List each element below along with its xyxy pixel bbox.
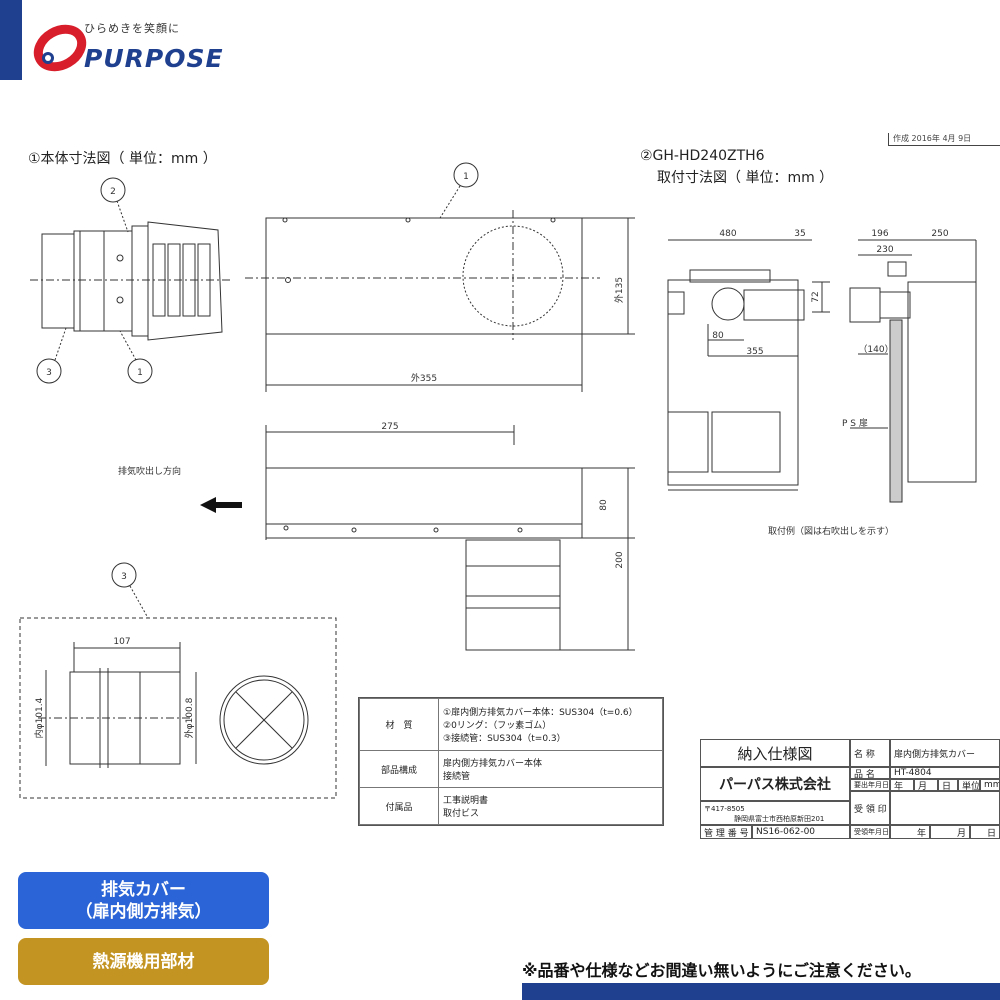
postal-code: 〒417-8505 xyxy=(704,805,745,813)
dim-outer-diameter: 外φ100.8 xyxy=(183,697,195,738)
arrow-left-icon xyxy=(200,497,242,513)
dim-width: 外355 xyxy=(411,372,437,384)
ps-door-label: P S 扉 xyxy=(842,417,868,429)
part-label: 品 名 xyxy=(850,767,890,779)
category-badge-heat-source: 熱源機用部材 xyxy=(18,938,269,985)
management-number: NS16-062-00 xyxy=(752,825,850,839)
spec-header-material: 材 質 xyxy=(359,697,439,752)
badge-line-1: 排気カバー xyxy=(101,879,186,900)
request-date-label: 要出年月日 xyxy=(850,779,890,791)
category-badge-exhaust-cover: 排気カバー （扉内側方排気） xyxy=(18,872,269,929)
badge-label: 熱源機用部材 xyxy=(92,951,195,972)
side-balloons xyxy=(36,177,153,384)
spec-header-parts: 部品構成 xyxy=(359,750,439,789)
inst-dim-250: 250 xyxy=(931,229,948,239)
dim-inner-diameter: 内φ101.4 xyxy=(33,697,45,738)
install-dimensions-title: 取付寸法図（ 単位：mm ） xyxy=(657,170,834,186)
footer-bar xyxy=(522,983,1000,1000)
recv-year: 年 xyxy=(890,825,930,839)
unit-label: 単位 xyxy=(958,779,980,791)
badge-line-2: （扉内側方排気） xyxy=(75,901,212,922)
inst-dim-196: 196 xyxy=(871,229,888,239)
recv-month: 月 xyxy=(930,825,970,839)
receipt-date-label: 受領年月日 xyxy=(850,825,890,839)
pipe-detail xyxy=(19,562,337,799)
balloon-3-detail-label: 3 xyxy=(121,572,127,582)
spec-line: 工事説明書 xyxy=(443,796,489,807)
address-line: 静岡県富士市西柏原新田201 xyxy=(734,815,825,823)
balloon-1-front-label: 1 xyxy=(463,172,469,182)
side-view xyxy=(30,221,232,341)
inst-dim-72: 72 xyxy=(811,291,821,302)
brand-side-bar xyxy=(0,0,22,80)
caution-note: ※品番や仕様などお間違い無いようにご注意ください。 xyxy=(522,961,921,980)
spec-line: ③接続管：SUS304（t=0.3） xyxy=(443,734,566,745)
doc-title: 納入仕様図 xyxy=(700,739,850,767)
creation-date: 作成 2016年 4月 9日 xyxy=(888,133,1000,146)
spec-line: 扉内側方排気カバー本体 xyxy=(443,759,543,770)
req-day: 日 xyxy=(938,779,958,791)
table-row: 付属品 工事説明書 取付ビス xyxy=(359,787,663,825)
table-row: 部品構成 扉内側方排気カバー本体 接続管 xyxy=(359,750,663,789)
company-address: 〒417-8505 静岡県富士市西柏原新田201 xyxy=(700,801,850,825)
recv-day: 日 xyxy=(970,825,1000,839)
top-view xyxy=(265,425,635,651)
name-value: 扉内側方排気カバー xyxy=(890,739,1000,767)
dim-275: 275 xyxy=(381,422,398,432)
req-year: 年 xyxy=(890,779,914,791)
dim-200: 200 xyxy=(615,551,625,568)
install-front xyxy=(667,239,830,491)
title-block: 納入仕様図 名 称 扉内側方排気カバー パーパス株式会社 品 名 HT-4804… xyxy=(700,739,1000,840)
receipt-stamp-label: 受 領 印 xyxy=(850,791,890,825)
front-view xyxy=(245,162,635,392)
spec-line: ②0リング：（フッ素ゴム） xyxy=(443,721,552,732)
model-number: ②GH-HD240ZTH6 xyxy=(640,148,765,164)
dim-107: 107 xyxy=(113,637,130,647)
spec-line: ①扉内側方排気カバー本体：SUS304（t=0.6） xyxy=(443,708,638,719)
inst-dim-140: （140） xyxy=(858,344,893,355)
unit-value: mm xyxy=(980,779,1000,791)
req-month: 月 xyxy=(914,779,938,791)
spec-line: 取付ビス xyxy=(443,809,480,820)
brand-tagline: ひらめきを笑顔に xyxy=(84,22,180,35)
spec-header-accessories: 付属品 xyxy=(359,787,439,825)
inst-dim-80: 80 xyxy=(712,331,724,341)
install-side xyxy=(849,239,977,503)
receipt-stamp-area xyxy=(890,791,1000,825)
spec-table: 材 質 ①扉内側方排気カバー本体：SUS304（t=0.6） ②0リング：（フッ… xyxy=(358,697,664,826)
name-label: 名 称 xyxy=(850,739,890,767)
part-value: HT-4804 xyxy=(890,767,1000,779)
dim-80: 80 xyxy=(599,499,609,511)
inst-dim-355: 355 xyxy=(746,347,763,357)
spec-line: 接続管 xyxy=(443,772,471,783)
purpose-logo-icon xyxy=(33,24,87,72)
inst-dim-35: 35 xyxy=(794,229,805,239)
brand-name: PURPOSE xyxy=(84,44,224,73)
install-example-label: 取付例（図は右吹出しを示す） xyxy=(768,525,894,537)
exhaust-direction-label: 排気吹出し方向 xyxy=(118,465,181,477)
management-number-label: 管 理 番 号 xyxy=(700,825,752,839)
balloon-2-label: 2 xyxy=(110,187,116,197)
balloon-3-label: 3 xyxy=(46,368,52,378)
dim-height: 外135 xyxy=(613,277,625,303)
balloon-1-label: 1 xyxy=(137,368,143,378)
body-dimensions-title: ①本体寸法図（ 単位：mm ） xyxy=(28,151,217,167)
company-name: パーパス株式会社 xyxy=(700,767,850,801)
table-row: 材 質 ①扉内側方排気カバー本体：SUS304（t=0.6） ②0リング：（フッ… xyxy=(359,697,663,752)
inst-dim-480: 480 xyxy=(719,229,736,239)
inst-dim-230: 230 xyxy=(876,245,893,255)
